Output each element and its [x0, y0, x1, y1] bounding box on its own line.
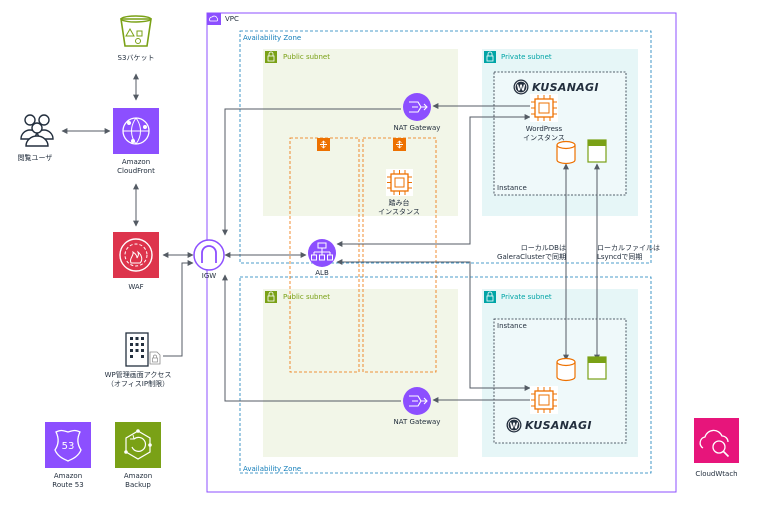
instance-label-bottom: Instance [497, 322, 527, 330]
nat-gateway-label-top: NAT Gateway [393, 124, 441, 132]
arrow-alb-wordpress-bottom [336, 259, 531, 391]
ec2-instance-icon [386, 169, 413, 196]
security-group-icon [317, 138, 330, 151]
nat-gateway-label-bottom: NAT Gateway [393, 418, 441, 426]
file-sync-annotation: ローカルファイルは Lsyncdで同期 [597, 244, 660, 261]
route53-label: Amazon Route 53 [52, 472, 84, 489]
cloudfront-label: Amazon CloudFront [117, 158, 155, 175]
arrow-nat-top-igw [222, 108, 401, 236]
vpc-icon [207, 13, 221, 25]
backup-label: Amazon Backup [123, 472, 153, 489]
file-storage-icon [587, 139, 607, 163]
users-icon [20, 114, 54, 147]
document-lock-icon [149, 351, 161, 365]
nat-gateway-icon [403, 387, 431, 415]
availability-zone-top [239, 30, 652, 264]
az-label-bottom: Availability Zone [243, 465, 302, 473]
arrow-nat-bottom-igw [222, 274, 401, 402]
route53-icon: 53 [45, 422, 91, 468]
arrow-wpadmin-igw [163, 260, 194, 357]
private-subnet-label-bottom: Private subnet [501, 293, 552, 301]
cloudwatch-label: CloudWtach [695, 470, 738, 478]
internet-gateway-icon [193, 239, 225, 271]
ec2-instance-icon [530, 94, 558, 122]
az-label-top: Availability Zone [243, 34, 302, 42]
load-balancer-icon [308, 239, 336, 267]
instance-label-top: Instance [497, 184, 527, 192]
database-icon [556, 140, 576, 165]
lock-icon [265, 51, 277, 63]
database-icon [556, 357, 576, 382]
kusanagi-wordmark: KUSANAGI [525, 419, 592, 432]
bastion-label: 踏み台 インスタンス [378, 199, 420, 216]
users-label: 閲覧ユーザ [17, 154, 53, 162]
s3-bucket-icon [118, 13, 154, 49]
lock-icon [484, 51, 496, 63]
s3-label: S3バケット [117, 54, 155, 62]
cloudfront-icon [113, 108, 159, 154]
lock-icon [484, 291, 496, 303]
svg-text:W: W [510, 422, 519, 431]
wordpress-instance-label: WordPress インスタンス [523, 125, 565, 142]
kusanagi-logo: W KUSANAGI [513, 79, 599, 95]
backup-icon [115, 422, 161, 468]
route53-badge: 53 [62, 441, 75, 452]
public-subnet-bottom [263, 289, 458, 457]
waf-label: WAF [128, 283, 144, 291]
security-group-icon [393, 138, 406, 151]
alb-label: ALB [315, 269, 329, 277]
connections [61, 73, 600, 403]
svg-text:W: W [517, 84, 526, 93]
public-subnet-label-bottom: Public subnet [283, 293, 330, 301]
kusanagi-logo: W KUSANAGI [506, 417, 592, 433]
cloudwatch-icon [694, 418, 739, 463]
igw-label: IGW [201, 272, 217, 280]
office-building-icon [125, 332, 149, 367]
wp-admin-label: WP管理画面アクセス （オフィスIP制限） [104, 371, 172, 388]
private-subnet-label-top: Private subnet [501, 53, 552, 61]
public-subnet-label-top: Public subnet [283, 53, 330, 61]
waf-icon [113, 232, 159, 278]
vpc-label: VPC [225, 15, 239, 23]
ec2-instance-icon [530, 386, 558, 414]
lock-icon [265, 291, 277, 303]
nat-gateway-icon [403, 93, 431, 121]
arrow-alb-wordpress-top [336, 114, 531, 247]
kusanagi-wordmark: KUSANAGI [532, 81, 599, 94]
file-storage-icon [587, 356, 607, 380]
db-sync-annotation: ローカルDBは GaleraClusterで同期 [497, 244, 566, 261]
security-group-alb [289, 137, 360, 373]
